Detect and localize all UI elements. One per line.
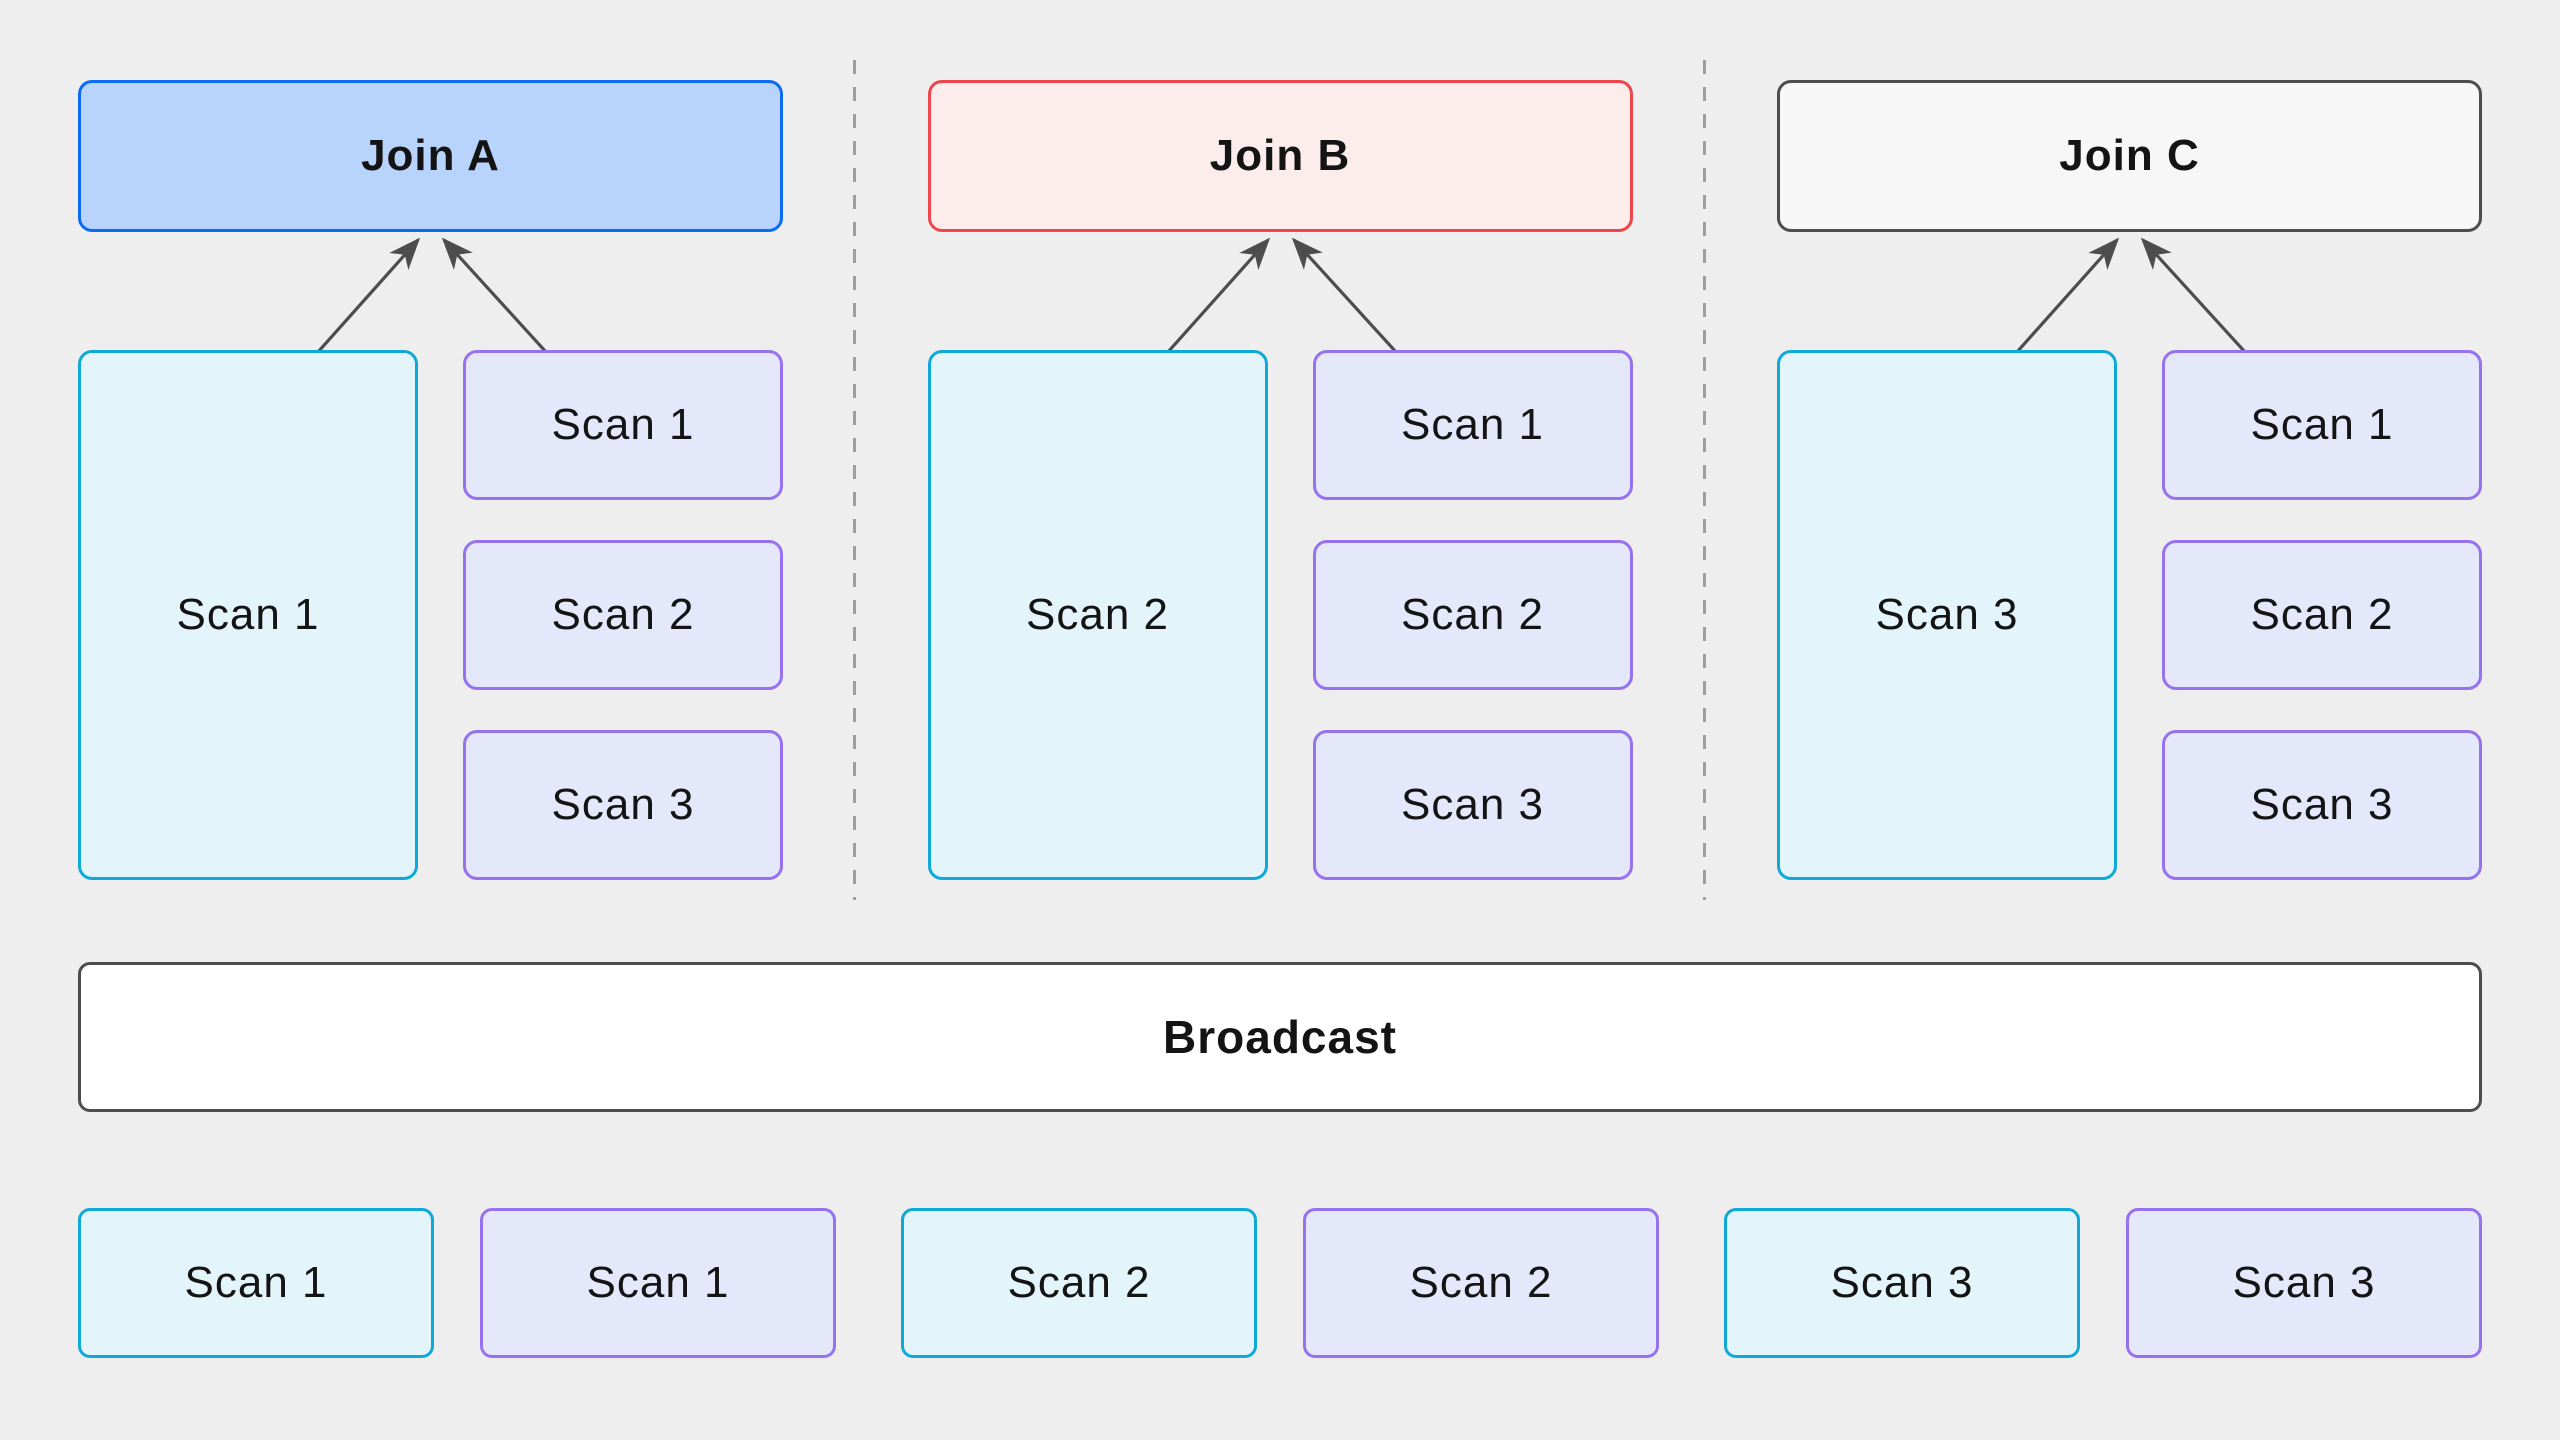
bottom-scan-label: Scan 3 — [2232, 1258, 2376, 1307]
small-scan-label: Scan 1 — [2250, 400, 2394, 449]
small-scan-node: Scan 3 — [463, 730, 783, 880]
big-scan-node: Scan 2 — [927, 350, 1268, 880]
arrow-small-scan-to-join — [2140, 237, 2246, 350]
small-scan-node: Scan 1 — [2162, 350, 2482, 500]
small-scan-label: Scan 3 — [1401, 780, 1544, 829]
bottom-scan-label: Scan 3 — [1830, 1258, 1974, 1307]
arrows-to-join-a — [317, 237, 547, 350]
arrow-big-scan-to-join — [2016, 237, 2120, 350]
broadcast-label: Broadcast — [1163, 1011, 1397, 1063]
arrow-small-scan-to-join — [441, 237, 547, 350]
join-group-a: Join A Scan 1 Scan 1 — [78, 80, 783, 880]
small-scan-column: Scan 1 Scan 2 Scan 3 — [2162, 350, 2482, 880]
small-scan-column: Scan 1 Scan 2 Scan 3 — [1312, 350, 1633, 880]
scan-nodes-a: Scan 1 Scan 1 Scan 2 Scan 3 — [78, 350, 783, 880]
bottom-scan-label: Scan 2 — [1409, 1258, 1553, 1307]
dashed-separator-2 — [1703, 60, 1706, 900]
join-groups-row: Join A Scan 1 Scan 1 — [78, 80, 2482, 880]
small-scan-label: Scan 2 — [551, 590, 695, 639]
small-scan-node: Scan 1 — [463, 350, 783, 500]
bottom-scan-row: Scan 1 Scan 1 Scan 2 Scan 2 Scan 3 Scan … — [78, 1208, 2482, 1358]
small-scan-node: Scan 3 — [1312, 730, 1633, 880]
bottom-scan-node: Scan 1 — [480, 1208, 836, 1358]
small-scan-label: Scan 2 — [1401, 590, 1544, 639]
join-b-label: Join B — [1209, 131, 1351, 180]
small-scan-label: Scan 3 — [2250, 780, 2394, 829]
dashed-separator-1 — [853, 60, 856, 900]
big-scan-label: Scan 1 — [176, 590, 320, 639]
bottom-scan-pair-3: Scan 3 Scan 3 — [1724, 1208, 2482, 1358]
bottom-scan-node: Scan 3 — [1724, 1208, 2080, 1358]
bottom-scan-node: Scan 1 — [78, 1208, 434, 1358]
bottom-scan-pair-1: Scan 1 Scan 1 — [78, 1208, 836, 1358]
big-scan-node: Scan 1 — [78, 350, 418, 880]
small-scan-node: Scan 2 — [463, 540, 783, 690]
arrow-small-scan-to-join — [1291, 237, 1396, 350]
small-scan-node: Scan 2 — [1312, 540, 1633, 690]
small-scan-label: Scan 1 — [1401, 400, 1544, 449]
arrows-to-join-c — [2016, 237, 2246, 350]
join-group-b: Join B Scan 2 Scan 1 — [927, 80, 1633, 880]
bottom-scan-pair-2: Scan 2 Scan 2 — [901, 1208, 1659, 1358]
join-a-label: Join A — [361, 131, 500, 180]
bottom-scan-label: Scan 1 — [586, 1258, 730, 1307]
join-a-node: Join A — [78, 80, 783, 232]
bottom-scan-label: Scan 2 — [1007, 1258, 1151, 1307]
scan-nodes-b: Scan 2 Scan 1 Scan 2 Scan 3 — [927, 350, 1633, 880]
bottom-scan-node: Scan 2 — [1303, 1208, 1659, 1358]
small-scan-node: Scan 1 — [1312, 350, 1633, 500]
join-c-node: Join C — [1777, 80, 2482, 232]
join-group-c: Join C Scan 3 Scan 1 — [1777, 80, 2482, 880]
arrows-to-join-b — [1167, 237, 1396, 350]
join-b-node: Join B — [927, 80, 1633, 232]
broadcast-node: Broadcast — [78, 962, 2482, 1112]
bottom-scan-node: Scan 3 — [2126, 1208, 2482, 1358]
small-scan-column: Scan 1 Scan 2 Scan 3 — [463, 350, 783, 880]
small-scan-node: Scan 2 — [2162, 540, 2482, 690]
bottom-scan-node: Scan 2 — [901, 1208, 1257, 1358]
big-scan-label: Scan 2 — [1026, 590, 1169, 639]
scan-nodes-c: Scan 3 Scan 1 Scan 2 Scan 3 — [1777, 350, 2482, 880]
join-c-label: Join C — [2059, 131, 2200, 180]
big-scan-label: Scan 3 — [1875, 590, 2019, 639]
bottom-scan-label: Scan 1 — [184, 1258, 328, 1307]
small-scan-node: Scan 3 — [2162, 730, 2482, 880]
arrow-big-scan-to-join — [317, 237, 421, 350]
small-scan-label: Scan 1 — [551, 400, 695, 449]
small-scan-label: Scan 3 — [551, 780, 695, 829]
big-scan-node: Scan 3 — [1777, 350, 2117, 880]
small-scan-label: Scan 2 — [2250, 590, 2394, 639]
arrow-big-scan-to-join — [1167, 237, 1270, 350]
